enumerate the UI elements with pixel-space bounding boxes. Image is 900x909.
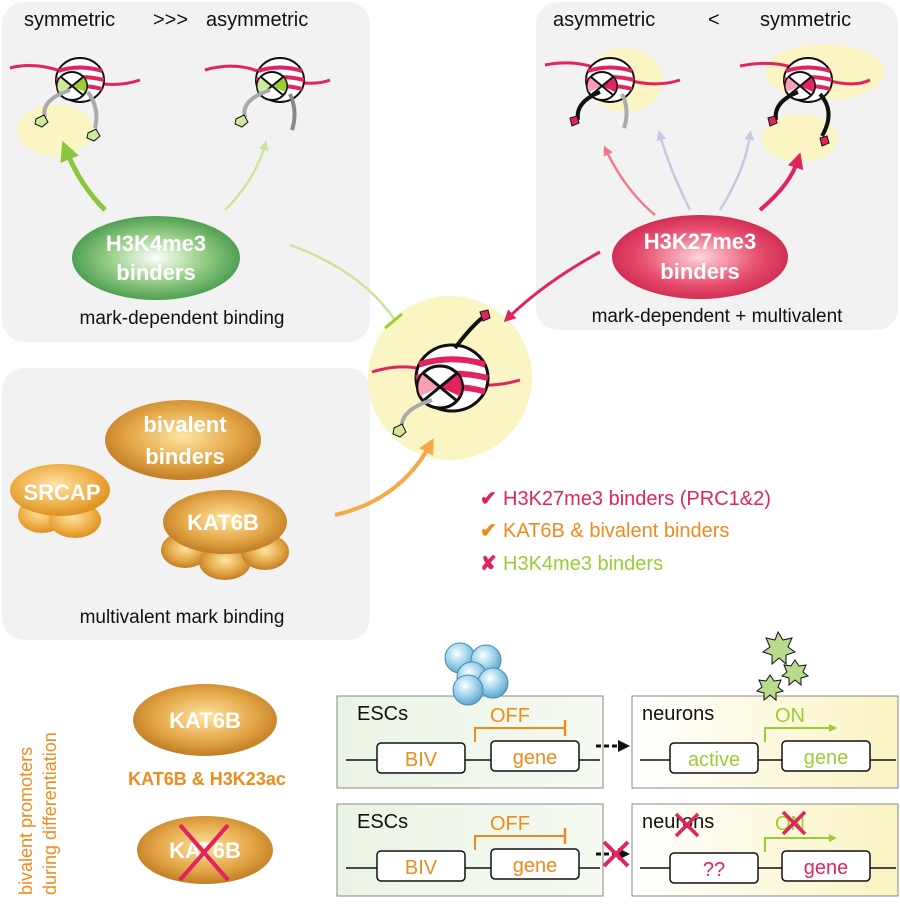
h3k4-arrow [289, 243, 397, 321]
row1-active: active [688, 749, 740, 771]
nucleosome-icon [254, 56, 306, 104]
legend-item: ✔ KAT6B & bivalent binders [480, 520, 729, 542]
legend-symbol: ✔ [480, 520, 497, 542]
row1-gene-right: gene [804, 747, 849, 769]
legend-symbol: ✘ [480, 553, 497, 575]
yellow-halo [17, 104, 93, 156]
h3k27-caption: mark-dependent + multivalent [592, 306, 844, 327]
nucleosome-icon [54, 56, 106, 104]
row1-on: ON [775, 705, 805, 727]
h3k4me3-panel: symmetric >>> asymmetric H3K4me3 binders… [2, 2, 370, 342]
legend-symbol: ✔ [480, 488, 497, 510]
kat6b-top-oval [133, 684, 277, 756]
h3k4-binder-line1: H3K4me3 [106, 231, 206, 256]
bivalent-line2: binders [145, 444, 224, 469]
row1-off: OFF [490, 705, 530, 727]
cross-icon [602, 840, 630, 868]
h3k4-left-label: symmetric [24, 9, 115, 31]
kat6b-caption: KAT6B & H3K23ac [128, 769, 286, 789]
h3k27-binder-line1: H3K27me3 [644, 229, 757, 254]
h3k4-separator: >>> [153, 9, 188, 31]
row2-biv: BIV [405, 857, 438, 879]
central-nucleosome [368, 296, 532, 460]
h3k27-binder-line2: binders [660, 259, 739, 284]
legend-text: H3K4me3 binders [503, 553, 663, 575]
multivalent-panel: bivalent binders SRCAP KAT6B multivalent… [2, 368, 370, 640]
cross-icon [781, 810, 807, 836]
row1-biv: BIV [405, 749, 438, 771]
legend-item: ✔ H3K27me3 binders (PRC1&2) [480, 488, 771, 510]
row2-off: OFF [490, 813, 530, 835]
h3k27-separator: < [708, 9, 720, 31]
row2-gene-right: gene [804, 857, 849, 879]
legend: ✔ H3K27me3 binders (PRC1&2) ✔ KAT6B & bi… [480, 488, 771, 575]
row1-esc-title: ESCs [357, 703, 408, 725]
row2-gene-left: gene [513, 855, 558, 877]
row1-neuron-title: neurons [642, 703, 714, 725]
legend-text: KAT6B & bivalent binders [503, 520, 729, 542]
kat6b-arrow [334, 437, 434, 517]
srcap-label: SRCAP [23, 480, 100, 505]
h3k4-right-label: asymmetric [206, 9, 308, 31]
cross-icon [178, 823, 230, 882]
kat6b-blob: KAT6B [161, 490, 289, 580]
row2-unknown: ?? [703, 859, 725, 881]
h3k27me3-panel: asymmetric < symmetric H3K27me3 binders … [536, 2, 898, 330]
kat6b-top-label: KAT6B [169, 708, 241, 733]
h3k27-right-label: symmetric [760, 9, 851, 31]
h3k27-left-label: asymmetric [553, 9, 655, 31]
h3k27me3-binders-oval [612, 215, 788, 299]
row1-gene-left: gene [513, 747, 558, 769]
row2-esc-title: ESCs [357, 811, 408, 833]
bivalent-binders-oval [105, 400, 261, 480]
h3k4me3-binders-oval [72, 216, 240, 300]
h3k27-arrow [503, 250, 601, 323]
differentiation-section: bivalent promoters during differentiatio… [16, 630, 899, 897]
vertical-label-2: during differentiation [40, 732, 60, 895]
h3k4-binder-line2: binders [116, 260, 195, 285]
cross-icon [674, 812, 700, 838]
h3k4-caption: mark-dependent binding [80, 308, 285, 329]
kat6b-label: KAT6B [187, 510, 259, 535]
multivalent-caption: multivalent mark binding [80, 607, 285, 628]
vertical-label-1: bivalent promoters [16, 747, 36, 895]
activator-icon [755, 630, 810, 702]
legend-item: ✘ H3K4me3 binders [480, 553, 663, 575]
legend-text: H3K27me3 binders (PRC1&2) [503, 488, 771, 510]
complex-icon [444, 642, 509, 706]
srcap-blob: SRCAP [10, 464, 110, 538]
bivalent-line1: bivalent [143, 412, 227, 437]
